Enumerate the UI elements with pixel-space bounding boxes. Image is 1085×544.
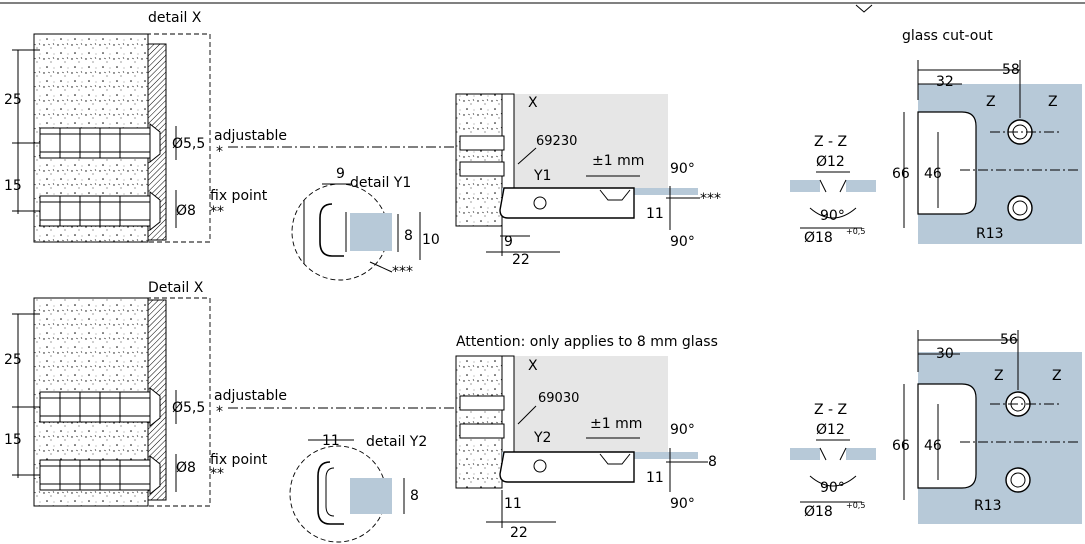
co-32: 32	[936, 74, 954, 90]
hinge-11b-b: 11	[504, 496, 522, 512]
fix-point-label: fix point	[210, 188, 268, 204]
star-1: *	[216, 144, 223, 160]
dia-8: Ø8	[176, 203, 196, 219]
hinge-top: X 69230 ±1 mm Y1 90° 90° 11 9 22 ***	[455, 93, 721, 268]
hinge-8-b: 8	[708, 454, 717, 470]
co-z1-b: Z	[994, 368, 1004, 384]
co-46-b: 46	[924, 438, 942, 454]
zz-d18-b: Ø18	[804, 504, 833, 520]
hinge-tol: ±1 mm	[592, 153, 644, 169]
zz-90: 90°	[820, 208, 845, 224]
dia-8-b: Ø8	[176, 460, 196, 476]
y1-dim-10: 10	[422, 232, 440, 248]
anchor-lower-b	[39, 454, 161, 496]
adjustable-label-b: adjustable	[214, 388, 287, 404]
co-r13: R13	[976, 226, 1004, 242]
hinge-y2: Y2	[533, 430, 551, 446]
hinge-90-a-b: 90°	[670, 422, 695, 438]
dim-15: 15	[4, 178, 22, 194]
y1-star-3: ***	[392, 264, 413, 280]
detail-y1-title: detail Y1	[350, 175, 411, 191]
glass-cutout-bottom: 56 30 66 46 Z Z R13	[892, 330, 1082, 524]
hinge-9: 9	[504, 234, 513, 250]
anchor-upper	[39, 122, 161, 164]
dia-5-5-b: Ø5,5	[172, 400, 205, 416]
cutout-title: glass cut-out	[902, 28, 993, 44]
y1-dim-9: 9	[336, 166, 345, 182]
zz-d12-b: Ø12	[816, 422, 845, 438]
anchor-lower	[39, 190, 161, 232]
co-58: 58	[1002, 62, 1020, 78]
co-z2: Z	[1048, 94, 1058, 110]
zz-section-bottom: Z - Z Ø12 90° Ø18 +0,5	[790, 402, 876, 520]
co-r13-b: R13	[974, 498, 1002, 514]
attention-note: Attention: only applies to 8 mm glass	[456, 334, 718, 350]
hinge-tol-b: ±1 mm	[590, 416, 642, 432]
zz-90-b: 90°	[820, 480, 845, 496]
dia-5-5: Ø5,5	[172, 136, 205, 152]
detail-x-title-b: Detail X	[148, 280, 204, 296]
zz-d12: Ø12	[816, 154, 845, 170]
y2-dim-11: 11	[322, 433, 340, 449]
detail-y2-title: detail Y2	[366, 434, 427, 450]
dim-25: 25	[4, 92, 22, 108]
hinge-x-b: X	[528, 358, 538, 374]
zz-title: Z - Z	[814, 134, 847, 150]
co-z2-b: Z	[1052, 368, 1062, 384]
zz-section-top: Z - Z Ø12 90° Ø18 +0,5	[790, 134, 876, 246]
hinge-y1: Y1	[533, 168, 551, 184]
detail-x-top: detail X 25 15 Ø5,5 Ø8 adjustable	[4, 10, 287, 243]
zz-title-b: Z - Z	[814, 402, 847, 418]
hinge-22-b: 22	[510, 525, 528, 541]
co-z1: Z	[986, 94, 996, 110]
y1-dim-8: 8	[404, 228, 413, 244]
detail-y1: 9 detail Y1 8 10 ***	[291, 166, 440, 281]
detail-y2: 11 detail Y2 8	[289, 433, 427, 543]
hinge-90-b-b: 90°	[670, 496, 695, 512]
anchor-upper-b	[39, 386, 161, 428]
y2-dim-8: 8	[410, 488, 419, 504]
zz-tol-b: +0,5	[846, 501, 865, 510]
co-30: 30	[936, 346, 954, 362]
co-66: 66	[892, 166, 910, 182]
hinge-x: X	[528, 95, 538, 111]
logo-mark	[855, 4, 873, 13]
hinge-90-a: 90°	[670, 161, 695, 177]
hinge-90-b: 90°	[670, 234, 695, 250]
hinge-22: 22	[512, 252, 530, 268]
zz-tol: +0,5	[846, 227, 865, 236]
co-56: 56	[1000, 332, 1018, 348]
hinge-11: 11	[646, 206, 664, 222]
hinge-bottom: Attention: only applies to 8 mm glass X …	[455, 334, 718, 541]
zz-d18: Ø18	[804, 230, 833, 246]
co-46: 46	[924, 166, 942, 182]
hinge-part-69030: 69030	[538, 391, 579, 406]
detail-x-title: detail X	[148, 10, 202, 26]
dim-15-b: 15	[4, 432, 22, 448]
hinge-11-b: 11	[646, 470, 664, 486]
star-1-b: *	[216, 404, 223, 420]
hinge-star-3: ***	[700, 191, 721, 207]
dim-25-b: 25	[4, 352, 22, 368]
adjustable-label: adjustable	[214, 128, 287, 144]
glass-cutout-top: glass cut-out 58 32 66 46 Z Z R13	[892, 28, 1082, 244]
star-2: **	[210, 204, 224, 220]
star-2-b: **	[210, 466, 224, 482]
fix-point-label-b: fix point	[210, 452, 268, 468]
detail-x-bottom: Detail X 25 15 Ø5,5 Ø8 adjustable * f	[4, 280, 287, 507]
co-66-b: 66	[892, 438, 910, 454]
hinge-part-69230: 69230	[536, 134, 577, 149]
